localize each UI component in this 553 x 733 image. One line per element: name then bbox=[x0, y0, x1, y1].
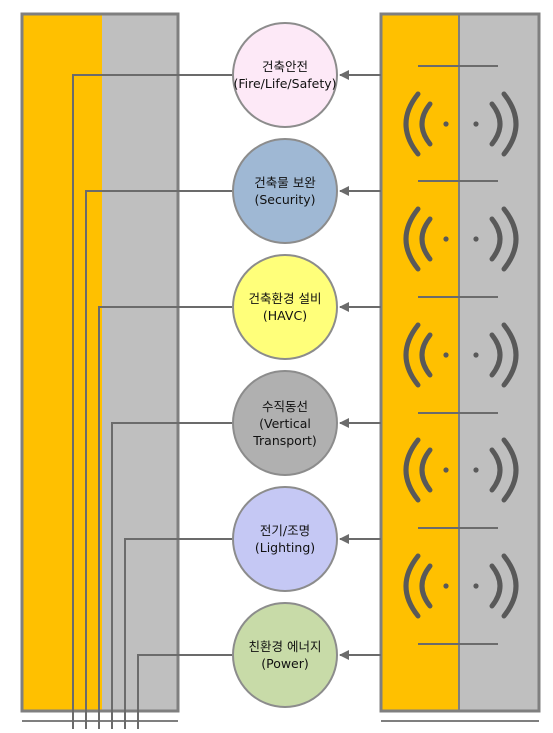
sensor-arrows bbox=[339, 70, 381, 660]
control-wire-5 bbox=[124, 538, 232, 729]
floor-separator-lines bbox=[418, 65, 498, 645]
left-panel-gray-section bbox=[102, 14, 178, 711]
wireless-signal-icon bbox=[403, 206, 519, 272]
control-wire-6 bbox=[137, 654, 232, 729]
system-name-english: (Security) bbox=[254, 192, 316, 207]
system-name-korean: 전기/조명 bbox=[259, 523, 311, 538]
control-wire-4 bbox=[111, 422, 232, 729]
system-name-english: (Lighting) bbox=[254, 540, 316, 555]
system-circle-6: 친환경 에너지 (Power) bbox=[232, 602, 338, 708]
right-panel-gold-section bbox=[381, 14, 459, 711]
wireless-signal-icons bbox=[403, 91, 519, 619]
system-circle-5: 전기/조명 (Lighting) bbox=[232, 486, 338, 592]
system-name-korean: 수직동선 bbox=[261, 398, 308, 414]
system-circle-2: 건축물 보완 (Security) bbox=[232, 138, 338, 244]
control-wire-2 bbox=[85, 190, 232, 729]
system-name-english: (Vertical bbox=[259, 415, 311, 431]
system-name-korean: 건축안전 bbox=[261, 59, 308, 74]
system-name-korean: 건축환경 설비 bbox=[248, 291, 322, 306]
left-building-panel bbox=[20, 12, 180, 713]
system-name-english: (HAVC) bbox=[262, 308, 308, 323]
left-panel-gold-section bbox=[22, 14, 102, 711]
wireless-signal-icon bbox=[403, 437, 519, 503]
system-circle-3: 건축환경 설비 (HAVC) bbox=[232, 254, 338, 360]
system-circle-1: 건축안전 (Fire/Life/Safety) bbox=[232, 22, 338, 128]
system-name-english: (Power) bbox=[261, 656, 309, 671]
control-wires bbox=[72, 74, 232, 729]
system-name-english: Transport) bbox=[253, 432, 317, 448]
system-name-english: (Fire/Life/Safety) bbox=[233, 76, 337, 91]
right-building-panel bbox=[379, 12, 541, 713]
control-wire-3 bbox=[98, 306, 232, 729]
system-name-korean: 친환경 에너지 bbox=[248, 639, 322, 654]
wireless-signal-icon bbox=[403, 91, 519, 157]
control-wire-1 bbox=[72, 74, 232, 729]
system-name-korean: 건축물 보완 bbox=[254, 175, 316, 190]
wireless-signal-icon bbox=[403, 553, 519, 619]
wireless-signal-icon bbox=[403, 322, 519, 388]
